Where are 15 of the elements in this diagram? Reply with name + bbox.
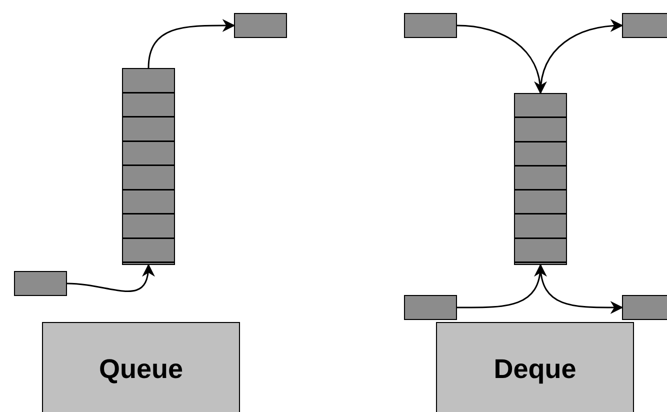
deque-stack (514, 93, 567, 265)
arrow (540, 20, 624, 94)
arrow (148, 18, 236, 68)
queue-stack (122, 68, 175, 265)
queue-item (404, 13, 457, 38)
queue-item (404, 295, 457, 320)
arrow (456, 24, 546, 94)
arrow (66, 264, 154, 292)
queue-item (14, 271, 67, 296)
label-box: Deque (436, 322, 634, 412)
label-box: Queue (42, 322, 240, 412)
queue-item (622, 13, 667, 38)
queue-item (622, 295, 667, 320)
arrow (457, 264, 546, 308)
queue-item (234, 13, 287, 38)
